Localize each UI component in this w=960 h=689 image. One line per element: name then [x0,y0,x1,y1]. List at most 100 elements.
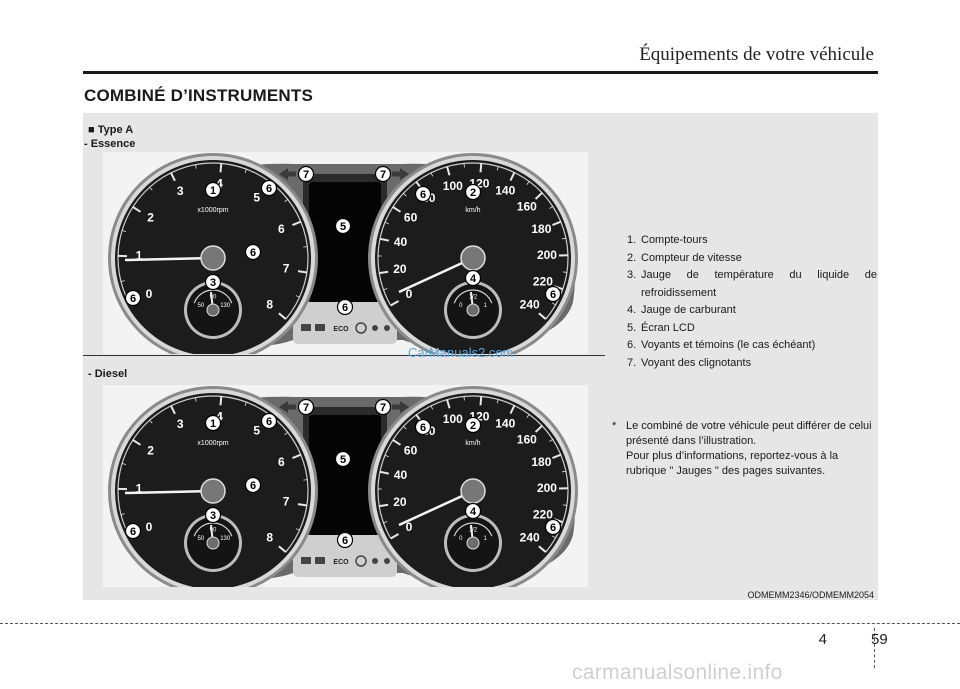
dial-tick-label: 140 [495,417,515,431]
callout-circle [336,298,354,316]
callout-4: 4 [464,502,482,520]
dial-tick [244,401,247,406]
callout-7: 7 [374,398,392,416]
callout-7: 7 [297,398,315,416]
dial-tick [538,312,547,320]
dial-tick-label: 60 [404,210,418,224]
tachometer-needle [124,489,214,495]
dial-tick-label: 4 [216,176,223,190]
subgauge-hub [466,303,480,317]
dial-tick [526,414,530,418]
turn-signal-right-icon [392,401,409,413]
dial-tick [383,521,388,524]
dial-unit: km/h [465,440,480,447]
dial-tick [292,453,302,460]
callout-4: 4 [464,269,482,287]
callout-circle [204,273,222,291]
arrow-shape [279,401,296,413]
dial-tick [170,172,176,182]
callout-circle [124,522,142,540]
dial-tick [120,513,125,515]
footer-rule [0,623,960,624]
callout-label: 6 [130,293,136,305]
battery-warning-icon [315,324,325,331]
chapter-number: 4 [818,631,827,648]
tachometer-hub [200,245,226,271]
dial-tick [120,280,125,282]
callout-6: 6 [260,412,278,430]
dial-tick [390,300,400,307]
dial-tick-label: 0 [146,520,153,534]
brake-warning-icon [355,322,367,334]
dial-tick [297,503,308,507]
speedometer-hub [460,478,486,504]
callout-circle [544,285,562,303]
callout-label: 1 [210,418,216,430]
callout-label: 5 [340,454,346,466]
illustration-note: * Le combiné de votre véhicule peut diff… [612,419,878,479]
dial-unit: x1000rpm [197,440,228,447]
dial-tick-label: 40 [394,235,408,249]
dial-arc [377,395,569,553]
callout-3: 3 [204,273,222,291]
subgauge-label: 130 [220,536,231,542]
callout-7: 7 [297,165,315,183]
dial-tick-label: 0 [146,287,153,301]
lcd-eco-label: ECO [333,326,349,333]
callout-label: 6 [550,522,556,534]
legend-item: 3.Jauge de température du liquide de ref… [627,269,877,299]
subgauge-label: 90 [210,295,217,301]
subgauge-hub [206,303,220,317]
callout-circle [204,506,222,524]
dial-tick [534,425,543,433]
dial-arc [117,162,309,320]
dial-tick [392,439,402,446]
callout-6: 6 [336,531,354,549]
dial-arc [117,395,309,553]
callout-label: 6 [266,183,272,195]
airbag-warning-icon [384,558,390,564]
dial-tick [295,295,300,298]
callout-label: 2 [470,420,476,432]
callout-6: 6 [244,476,262,494]
dial-tick-label: 0 [406,287,413,301]
subgauge-label: 50 [197,536,204,542]
running-header: Équipements de votre véhicule [639,44,874,65]
dial-tick [132,439,142,446]
dial-tick-label: 100 [443,412,463,426]
callout-label: 1 [210,185,216,197]
dial-tick [549,206,553,209]
callout-circle [204,181,222,199]
dial-tick [496,399,499,404]
dial-tick [538,545,547,553]
dial-tick [379,237,389,242]
callout-7: 7 [374,165,392,183]
lcd-screen [309,182,381,302]
callout-2: 2 [464,183,482,201]
callout-circle [464,416,482,434]
oil-warning-icon [301,324,311,331]
diesel-label: - Diesel [88,368,128,380]
subgauge-label: 1 [484,303,488,309]
callout-circle [244,476,262,494]
dial-tick [392,206,402,213]
airbag-warning-icon [384,325,390,331]
callout-circle [334,450,352,468]
dial-tick-label: 5 [253,190,260,204]
dial-tick [219,163,223,173]
dial-tick-label: 5 [253,423,260,437]
callout-label: 2 [470,187,476,199]
dial-tick [384,221,389,225]
turn-signal-left-icon [279,168,296,180]
dial-tick-label: 8 [266,298,273,312]
dial-tick-label: 2 [147,210,154,224]
callout-circle [464,269,482,287]
dial-tick-label: 160 [517,199,537,213]
legend-item: 2.Compteur de vitesse [627,251,742,264]
note-asterisk: * [612,420,617,432]
callout-label: 6 [342,535,348,547]
callout-circle [297,398,315,416]
cluster-svg: ECO012345678x1000rpm02040608010012014016… [103,152,588,354]
